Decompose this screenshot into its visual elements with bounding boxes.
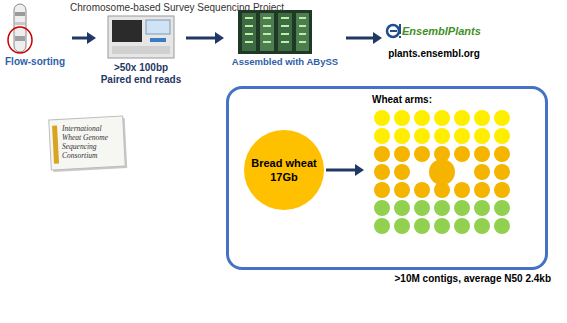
group-heading: Wheat arms: [366, 92, 526, 105]
server-illustration [238, 10, 312, 54]
sequencer-illustration [108, 16, 174, 58]
flow-arrow [72, 32, 96, 44]
chromosome-illustration [8, 4, 32, 53]
flow-arrow [346, 32, 382, 44]
flow-arrow [326, 164, 364, 176]
ensembl-mark [387, 24, 401, 38]
ensembl-step: EnsemblPlants plants.ensembl.org [384, 22, 484, 60]
iwgsc-logo [49, 116, 128, 172]
flow-arrow [186, 32, 224, 44]
logo-text: International Wheat Genome Sequencing Co… [62, 124, 120, 160]
logo-text: EnsemblPlants [384, 22, 484, 40]
diagram-title: Chromosome-based Survey Sequencing Proje… [70, 2, 284, 13]
panel-footnote: >10M contigs, average N50 2.4kb [395, 273, 551, 284]
url-text: plants.ensembl.org [384, 48, 484, 60]
circle-label: Bread wheat 17Gb [244, 156, 324, 184]
wheat-panel: >10M contigs, average N50 2.4kbBread whe… [226, 86, 548, 270]
assembly-step: Assembled with ABySS [226, 10, 344, 68]
step-label: >50x 100bp Paired end reads [98, 62, 184, 86]
bread-wheat-circle: Bread wheat 17Gb [244, 130, 324, 210]
wheat-arm-dots [374, 110, 510, 234]
step-label: Flow-sorting [0, 56, 70, 68]
sequencing-step: >50x 100bp Paired end reads [98, 14, 184, 86]
flow-sorting-step: Flow-sorting [0, 4, 70, 68]
step-label: Assembled with ABySS [226, 56, 344, 68]
wheat-arms-group: Wheat arms: [366, 92, 526, 242]
